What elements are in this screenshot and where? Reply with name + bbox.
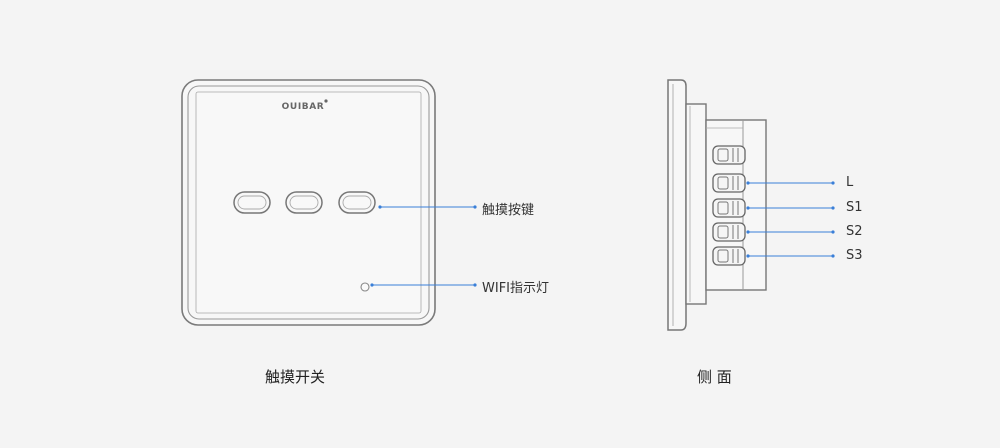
terminal-screw-3 (712, 198, 746, 218)
leader-terminal-s1 (746, 206, 835, 210)
glass-face (195, 91, 422, 314)
front-caption: 触摸开关 (265, 368, 326, 386)
side-face-plate (667, 79, 687, 331)
side-caption: 侧 面 (697, 368, 732, 386)
terminal-label-s2: S2 (846, 224, 863, 239)
leader-terminal-s2 (746, 230, 835, 234)
brand-registered-mark (324, 99, 328, 103)
leader-touch-keys (378, 205, 477, 209)
side-view (667, 79, 835, 331)
touch-key-middle (285, 191, 323, 214)
wifi-indicator-led (360, 282, 370, 292)
terminal-screw-1 (712, 145, 746, 165)
terminal-screw-4 (712, 222, 746, 242)
wifi-led-label: WIFI指示灯 (482, 281, 549, 296)
touch-key-right (338, 191, 376, 214)
brand-logo: OUIBAR (282, 102, 325, 112)
panel-inner-frame (187, 85, 430, 320)
terminal-label-s3: S3 (846, 248, 863, 263)
terminal-screw-2 (712, 173, 746, 193)
side-mounting-plate (685, 103, 707, 305)
leader-wifi-led (370, 283, 477, 287)
terminal-screw-5 (712, 246, 746, 266)
leader-terminal-l (746, 181, 835, 185)
leader-terminal-s3 (746, 254, 835, 258)
terminal-label-s1: S1 (846, 200, 863, 215)
terminal-label-l: L (846, 175, 854, 190)
touch-keys-label: 触摸按键 (482, 203, 535, 218)
front-view: OUIBAR (181, 79, 477, 326)
touch-key-left (233, 191, 271, 214)
